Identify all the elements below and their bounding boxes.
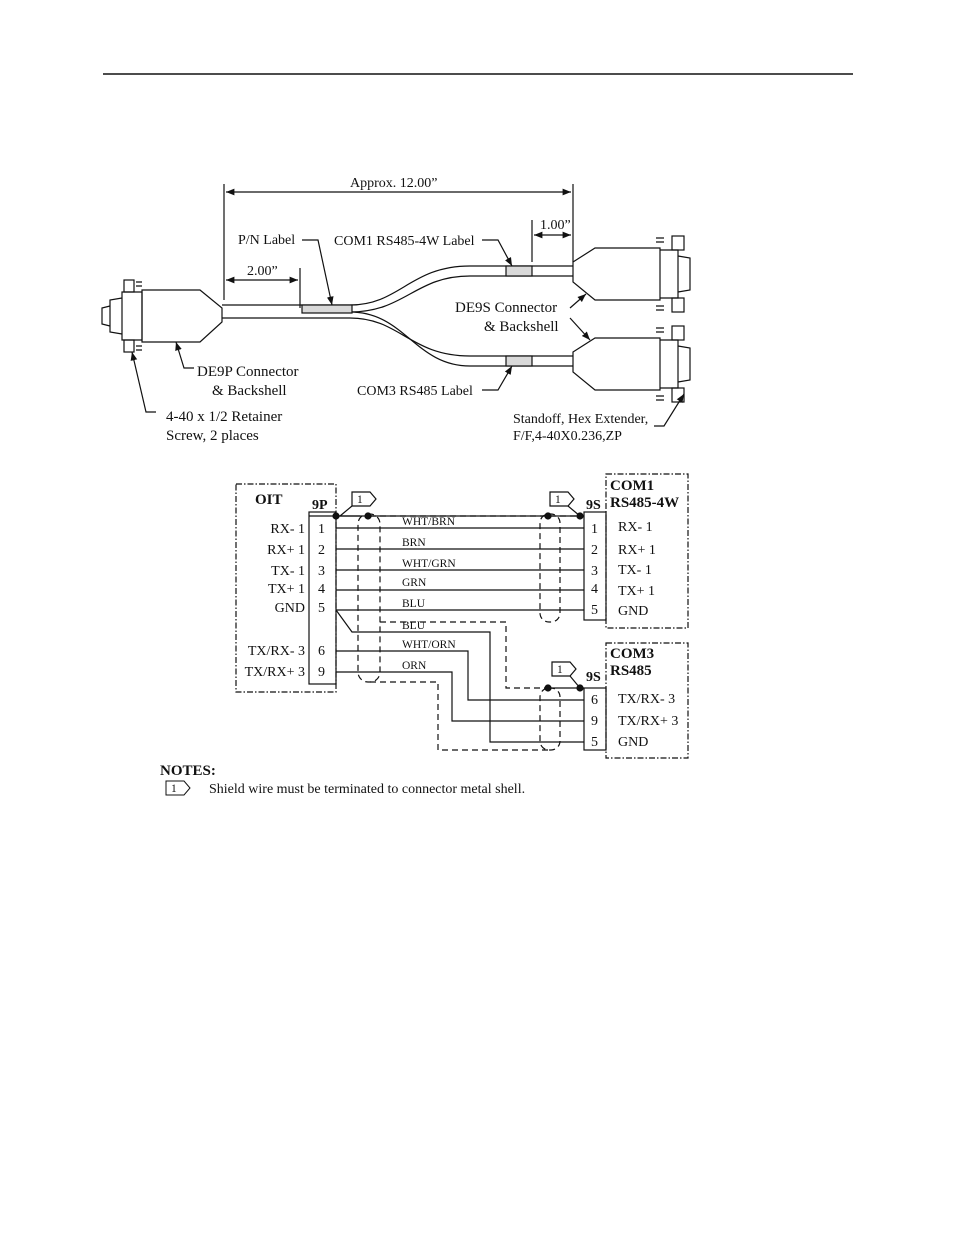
com3-pin: 5 xyxy=(591,735,598,750)
oit-signal: TX- 1 xyxy=(271,564,305,579)
standoff-label-line2: F/F,4-40X0.236,ZP xyxy=(513,429,622,444)
wire-color-label: BRN xyxy=(402,537,426,549)
oit-connector-label: 9P xyxy=(312,498,328,513)
oit-signal: RX+ 1 xyxy=(267,543,305,558)
com1-signal: GND xyxy=(618,604,648,619)
wire-color-label: BLU xyxy=(402,598,426,610)
note-1-text: Shield wire must be terminated to connec… xyxy=(209,782,525,797)
com1-signal: RX+ 1 xyxy=(618,543,656,558)
pn-label-text: P/N Label xyxy=(238,233,295,248)
com1-pin: 3 xyxy=(591,564,598,579)
oit-signal: TX+ 1 xyxy=(268,582,305,597)
flag-number: 1 xyxy=(557,664,563,676)
flag-number: 1 xyxy=(555,494,561,506)
com1-connector-block xyxy=(583,511,607,621)
com3-pin: 6 xyxy=(591,693,598,708)
oit-signal: GND xyxy=(275,601,305,616)
com3-connector-block xyxy=(583,687,607,751)
com1-pin: 1 xyxy=(591,522,598,537)
note-flag-marker xyxy=(165,780,191,796)
com3-connector-label: 9S xyxy=(586,670,601,685)
com1-pin: 5 xyxy=(591,603,598,618)
oit-title: OIT xyxy=(255,492,283,508)
de9s-label-line2: & Backshell xyxy=(484,319,559,335)
oit-connector-block xyxy=(308,511,337,685)
flag-marker-oit xyxy=(351,491,377,507)
com1-signal: TX+ 1 xyxy=(618,584,655,599)
flag-marker-com3 xyxy=(551,661,577,677)
com3-label-text: COM3 RS485 Label xyxy=(357,384,473,399)
com1-title-line1: COM1 xyxy=(610,478,654,494)
oit-pin: 6 xyxy=(318,644,325,659)
approx-length-label: Approx. 12.00” xyxy=(350,176,438,191)
com3-pin: 9 xyxy=(591,714,598,729)
wiring-schematic xyxy=(235,473,689,759)
wire-color-label: ORN xyxy=(402,660,427,672)
oit-pin: 9 xyxy=(318,665,325,680)
de9s-label-line1: DE9S Connector xyxy=(455,300,557,316)
dimension-1-label: 1.00” xyxy=(540,218,571,233)
screw-label-line2: Screw, 2 places xyxy=(166,428,259,444)
com1-signal: TX- 1 xyxy=(618,563,652,578)
oit-signal: RX- 1 xyxy=(270,522,305,537)
dimension-2-label: 2.00” xyxy=(247,264,278,279)
com1-pin: 2 xyxy=(591,543,598,558)
oit-pin: 5 xyxy=(318,601,325,616)
notes-heading: NOTES: xyxy=(160,763,216,779)
com1-pin: 4 xyxy=(591,582,598,597)
notes-section: NOTES: 1 Shield wire must be terminated … xyxy=(160,763,525,797)
com3-title-line1: COM3 xyxy=(610,646,654,662)
oit-pin: 4 xyxy=(318,582,325,597)
standoff-label-line1: Standoff, Hex Extender, xyxy=(513,412,648,427)
oit-signal: TX/RX- 3 xyxy=(248,644,305,659)
oit-pin: 2 xyxy=(318,543,325,558)
cable-drawing-text: Approx. 12.00” 1.00” 2.00” P/N Label COM… xyxy=(166,176,648,444)
wire-color-label: WHT/BRN xyxy=(402,516,456,528)
wire-color-label: BLU xyxy=(402,620,426,632)
wiring-text: OIT 9P RX- 1 RX+ 1 TX- 1 TX+ 1 GND TX/RX… xyxy=(245,478,680,750)
wire-color-label: WHT/GRN xyxy=(402,558,456,570)
com1-signal: RX- 1 xyxy=(618,520,653,535)
de9p-label-line1: DE9P Connector xyxy=(197,364,299,380)
de9p-label-line2: & Backshell xyxy=(212,383,287,399)
wire-color-label: WHT/ORN xyxy=(402,639,456,651)
oit-pin: 3 xyxy=(318,564,325,579)
flag-marker-com1 xyxy=(549,491,575,507)
com1-connector-label: 9S xyxy=(586,498,601,513)
flag-number: 1 xyxy=(357,494,363,506)
cable-drawing xyxy=(101,184,691,427)
com1-label-text: COM1 RS485-4W Label xyxy=(334,234,475,249)
screw-label-line1: 4-40 x 1/2 Retainer xyxy=(166,409,282,425)
com3-signal: TX/RX+ 3 xyxy=(618,714,678,729)
oit-pin: 1 xyxy=(318,522,325,537)
note-flag-number: 1 xyxy=(171,783,177,795)
oit-signal: TX/RX+ 3 xyxy=(245,665,305,680)
com1-title-line2: RS485-4W xyxy=(610,495,679,511)
com3-signal: TX/RX- 3 xyxy=(618,692,675,707)
wire-color-label: GRN xyxy=(402,577,427,589)
com3-title-line2: RS485 xyxy=(610,663,652,679)
com3-signal: GND xyxy=(618,735,648,750)
